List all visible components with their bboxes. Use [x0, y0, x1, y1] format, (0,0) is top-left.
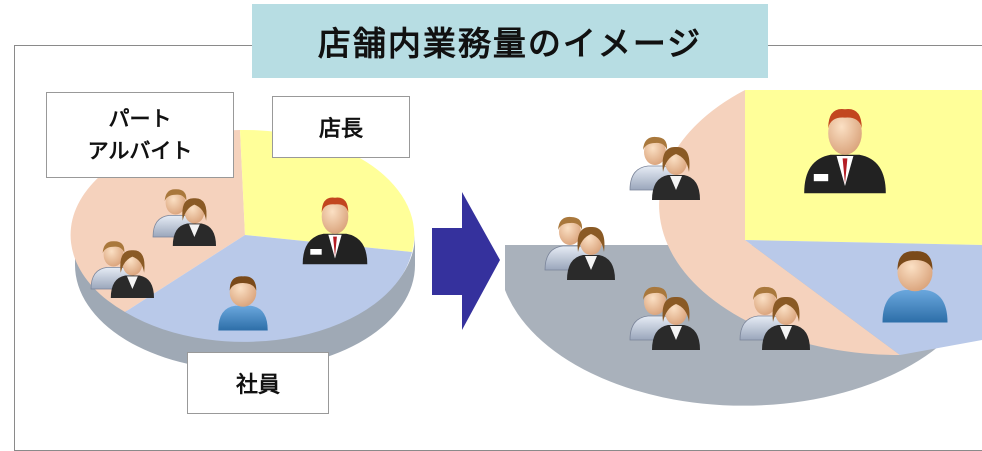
label-employee: 社員	[187, 352, 329, 414]
large-pie-chart	[505, 90, 982, 406]
small-pie-manager-slice	[240, 129, 415, 252]
label-part-time: パート アルバイト	[46, 92, 234, 178]
right-arrow-icon	[432, 192, 500, 330]
diagram-title: 店舗内業務量のイメージ	[252, 4, 768, 78]
label-part-line1: パート	[108, 107, 172, 131]
label-part-line2: アルバイト	[87, 139, 193, 163]
large-pie-part-slice	[659, 90, 900, 356]
label-store-manager: 店長	[272, 96, 410, 158]
